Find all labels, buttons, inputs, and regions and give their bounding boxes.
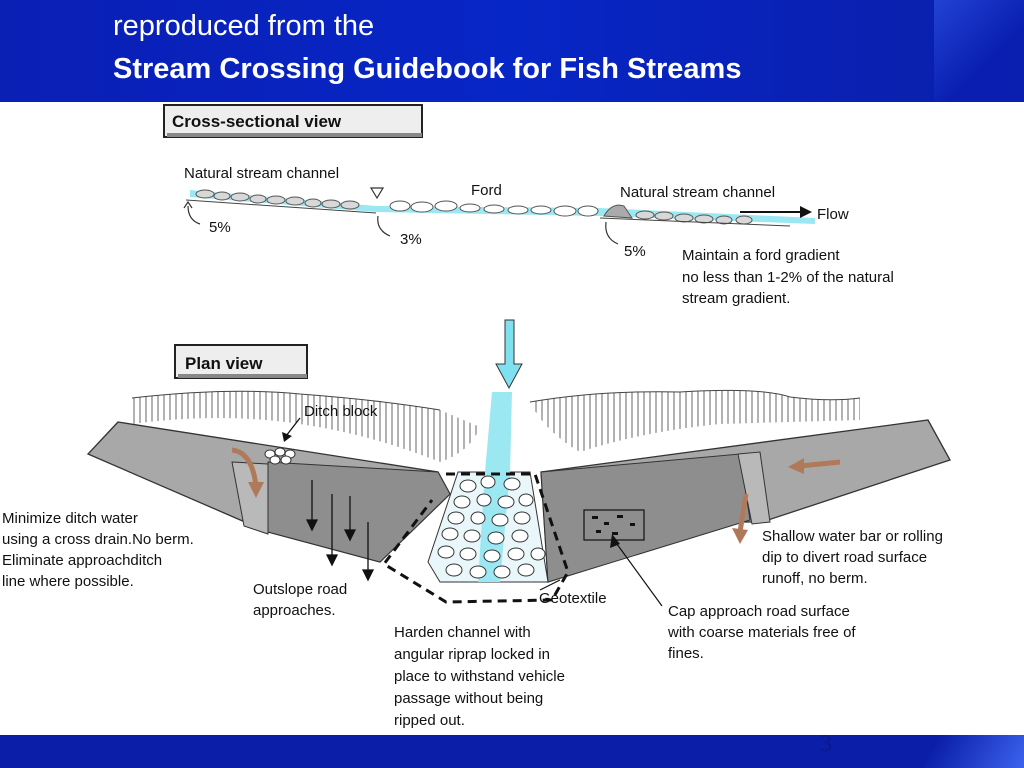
label-natural-left: Natural stream channel	[184, 165, 339, 182]
title-banner: reproduced from the Stream Crossing Guid…	[0, 0, 1024, 102]
gradient-note-3: stream gradient.	[682, 290, 790, 307]
label-slope-right: 5%	[624, 243, 646, 260]
banner-corner-accent	[934, 0, 1024, 102]
right-road-slope	[540, 453, 751, 583]
slope-hook-mid	[377, 215, 391, 237]
geotextile-pointer	[539, 579, 561, 591]
channel-water	[478, 392, 512, 582]
cross-drain	[231, 461, 269, 535]
title-text: Stream Crossing Guidebook for Fish Strea…	[113, 53, 742, 85]
ditch-block	[264, 447, 296, 465]
label-slope-left: 5%	[209, 219, 231, 236]
cap-line-3: fines.	[668, 645, 704, 662]
outslope-line-2: approaches.	[253, 602, 336, 619]
shallow-line-1: Shallow water bar or rolling	[762, 528, 943, 545]
shallow-line-3: runoff, no berm.	[762, 570, 868, 587]
cross-section-title-box	[163, 104, 423, 138]
incoming-flow-arrow	[495, 319, 523, 390]
label-natural-right: Natural stream channel	[620, 184, 775, 201]
shallow-line-2: dip to divert road surface	[762, 549, 927, 566]
right-runoff-arrow	[799, 459, 841, 469]
harden-line-1: Harden channel with	[394, 624, 531, 641]
label-geotextile: Geotextile	[539, 590, 607, 607]
plan-view-title: Plan view	[185, 354, 263, 373]
outslope-arrows	[305, 480, 375, 582]
left-runoff-arrow	[231, 447, 259, 487]
outslope-line-1: Outslope road	[253, 581, 347, 598]
harden-line-3: place to withstand vehicle	[394, 668, 565, 685]
stream-crossing-diagram: Cross-sectional view Natural stream chan…	[2, 104, 951, 729]
right-bank	[530, 390, 860, 452]
cap-pointer	[613, 539, 663, 607]
footer-corner-accent	[914, 735, 1024, 768]
footer-bar	[0, 735, 1024, 768]
cross-section-title: Cross-sectional view	[172, 112, 342, 131]
label-ditch-block: Ditch block	[304, 403, 378, 420]
cap-line-2: with coarse materials free of	[667, 624, 856, 641]
harden-line-5: ripped out.	[394, 712, 465, 729]
subtitle-text: reproduced from the	[113, 10, 375, 42]
water-level-marker	[369, 187, 385, 200]
slope-hook-left	[187, 205, 201, 225]
riprap-rocks	[437, 475, 546, 579]
label-ford: Ford	[471, 182, 502, 199]
plan-view: Plan view	[2, 319, 951, 729]
minimize-line-3: Eliminate approachditch	[2, 552, 162, 569]
gradient-note-1: Maintain a ford gradient	[682, 247, 840, 264]
gradient-note-2: no less than 1-2% of the natural	[682, 269, 894, 286]
right-divert-arrow	[737, 493, 749, 533]
streambed-rocks	[195, 189, 753, 225]
harden-line-2: angular riprap locked in	[394, 646, 550, 663]
left-bank	[132, 391, 480, 462]
coarse-cap-pattern	[592, 515, 635, 535]
cross-section: Cross-sectional view Natural stream chan…	[163, 104, 894, 307]
label-flow: Flow	[817, 206, 849, 223]
minimize-line-4: line where possible.	[2, 573, 134, 590]
minimize-line-2: using a cross drain.No berm.	[2, 531, 194, 548]
harden-line-4: passage without being	[394, 690, 543, 707]
page-number: 3	[820, 731, 832, 757]
slope-hook-right	[605, 221, 619, 245]
plan-view-title-box	[174, 344, 308, 379]
ditch-block-pointer	[285, 417, 301, 437]
label-slope-mid: 3%	[400, 231, 422, 248]
cap-line-1: Cap approach road surface	[668, 603, 850, 620]
minimize-line-1: Minimize ditch water	[2, 510, 138, 527]
